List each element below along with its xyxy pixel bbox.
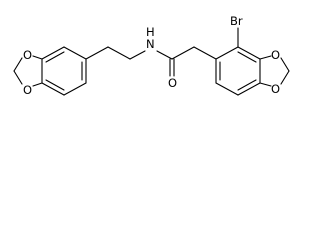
bromine-substituent: Br [230, 14, 243, 48]
bond [171, 46, 195, 60]
right-dioxole-ring: O O [259, 48, 290, 96]
bond [259, 82, 272, 87]
bond [107, 46, 131, 60]
bond [13, 57, 23, 72]
double-bond [237, 79, 257, 91]
bond [85, 46, 109, 60]
bond [156, 50, 173, 60]
bond [63, 82, 87, 96]
bond [32, 55, 43, 60]
oxygen-atom-label: O [23, 83, 32, 97]
ethyl-amide-chain: N H O [85, 25, 217, 90]
bond [237, 82, 261, 96]
carbonyl-oxygen-label: O [168, 76, 177, 90]
bond [280, 70, 290, 85]
oxygen-atom-label: O [271, 82, 280, 96]
bond [129, 50, 146, 60]
bond [215, 46, 239, 60]
left-benzodioxole-ring [41, 46, 87, 96]
bond [41, 82, 65, 96]
right-benzodioxole-ring [215, 46, 261, 96]
bond [32, 82, 43, 87]
double-bond [237, 51, 257, 63]
bond [13, 70, 23, 85]
bond [237, 46, 261, 60]
bond [215, 82, 239, 96]
bond [193, 46, 217, 60]
oxygen-atom-label: O [23, 48, 32, 62]
nitrogen-atom-label: N [146, 37, 155, 51]
bond [280, 57, 290, 72]
bond [63, 46, 87, 60]
double-bond [45, 79, 65, 91]
bromine-atom-label: Br [230, 14, 243, 28]
chemical-structure: O O N H O Br O [13, 14, 290, 97]
oxygen-atom-label: O [271, 48, 280, 62]
bond [41, 46, 65, 60]
hydrogen-atom-label: H [146, 25, 155, 39]
bond [259, 55, 272, 60]
double-bond [45, 51, 65, 63]
left-dioxole-ring: O O [13, 48, 43, 97]
